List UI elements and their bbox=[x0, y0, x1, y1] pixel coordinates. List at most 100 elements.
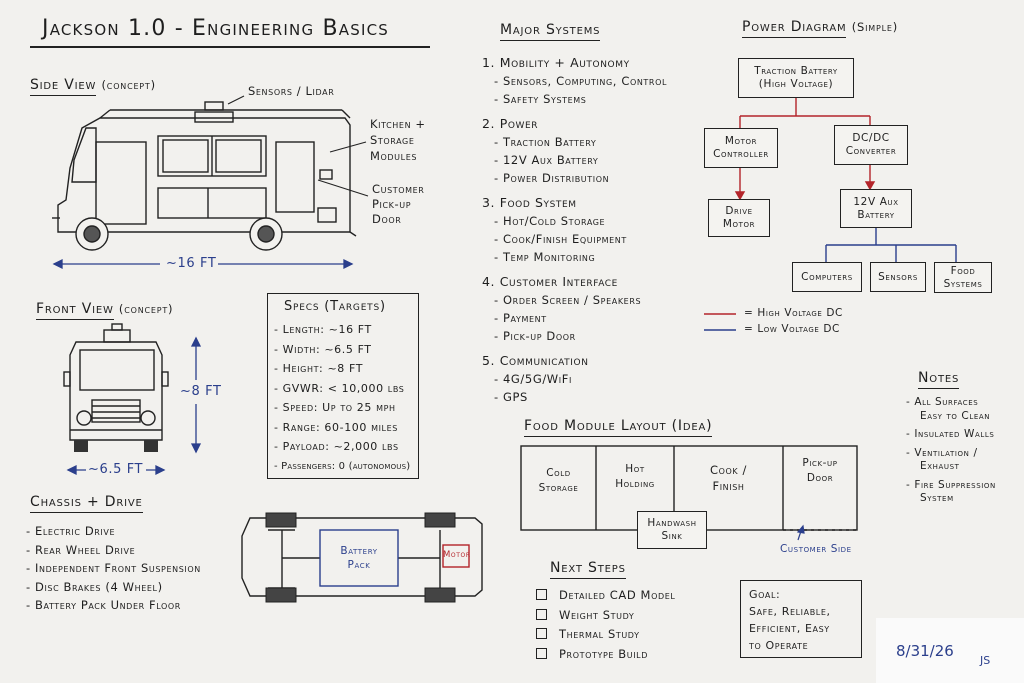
next-steps-list: Detailed CAD Model Weight Study Thermal … bbox=[536, 586, 675, 664]
checkbox[interactable] bbox=[536, 647, 547, 659]
system-item: - 4G/5G/WiFi bbox=[494, 372, 572, 386]
system-item: - Safety Systems bbox=[494, 92, 587, 106]
system-section: 5. Communication - 4G/5G/WiFi - GPS bbox=[482, 352, 667, 406]
title-underline bbox=[30, 46, 430, 48]
next-step-item[interactable]: Detailed CAD Model bbox=[536, 586, 675, 606]
chassis-heading-text: Chassis + Drive bbox=[30, 494, 143, 513]
system-section: 2. Power - Traction Battery - 12V Aux Ba… bbox=[482, 115, 667, 187]
next-step-label: Weight Study bbox=[559, 607, 635, 622]
sensors-box: Sensors bbox=[870, 262, 926, 292]
customer-side-arrow bbox=[796, 524, 805, 541]
box-line: Traction Battery bbox=[754, 65, 838, 77]
goal-box: Goal: Safe, Reliable, Efficient, Easy to… bbox=[740, 580, 862, 658]
food-module-heading: Food Module Layout (Idea) bbox=[524, 418, 713, 437]
chassis-item: - Rear Wheel Drive bbox=[26, 542, 136, 557]
kitchen-modules-label: Kitchen + Storage Modules bbox=[370, 116, 426, 164]
goal-line: Safe, Reliable, bbox=[749, 605, 831, 618]
next-step-label: Thermal Study bbox=[559, 627, 640, 641]
side-view-leaders bbox=[227, 95, 369, 197]
spec-item: - Range: 60-100 miles bbox=[274, 420, 398, 434]
system-item: - Order Screen / Speakers bbox=[494, 293, 642, 307]
box-line: (High Voltage) bbox=[758, 78, 834, 90]
spec-item: - Height: ~8 FT bbox=[274, 362, 364, 375]
system-item: - Power Distribution bbox=[494, 171, 610, 185]
customer-side-label: Customer Side bbox=[780, 543, 852, 555]
note-line: - Insulated Walls bbox=[906, 428, 995, 440]
chassis-item: - Independent Front Suspension bbox=[26, 561, 201, 575]
chassis-item: - Battery Pack Under Floor bbox=[26, 598, 181, 612]
system-item: - Traction Battery bbox=[494, 135, 597, 149]
cell-line: Storage bbox=[538, 482, 579, 494]
battery-pack-outline bbox=[319, 529, 399, 587]
note-item: - Fire Suppression System bbox=[906, 479, 996, 506]
major-systems-list: 1. Mobility + Autonomy - Sensors, Comput… bbox=[482, 54, 667, 406]
date-label: 8/31/26 bbox=[896, 642, 954, 660]
note-line: Exhaust bbox=[920, 460, 960, 472]
computers-box: Computers bbox=[792, 262, 862, 292]
chassis-item: - Disc Brakes (4 Wheel) bbox=[26, 579, 163, 594]
sensors-lidar-label: Sensors / Lidar bbox=[248, 84, 335, 98]
food-systems-box: Food Systems bbox=[934, 262, 992, 293]
note-item: - Insulated Walls bbox=[906, 428, 996, 442]
spec-item: - Payload: ~2,000 lbs bbox=[274, 440, 399, 453]
chassis-heading: Chassis + Drive bbox=[30, 494, 143, 513]
side-view-truck bbox=[52, 101, 357, 237]
cell-line: Holding bbox=[615, 478, 655, 490]
initials-label: JS bbox=[980, 654, 991, 667]
note-item: - Ventilation / Exhaust bbox=[906, 447, 996, 474]
aux-battery-box: 12V Aux Battery bbox=[840, 189, 912, 228]
system-section: 4. Customer Interface - Order Screen / S… bbox=[482, 273, 667, 345]
box-line: Sink bbox=[661, 530, 683, 542]
box-line: Controller bbox=[713, 148, 769, 160]
note-line: System bbox=[920, 492, 954, 504]
checkbox[interactable] bbox=[536, 608, 547, 620]
box-line: Converter bbox=[845, 145, 897, 157]
front-view-heading-text: Front View bbox=[36, 301, 114, 320]
kitchen-label-line: Kitchen + bbox=[370, 117, 426, 131]
door-label-line: Door bbox=[372, 212, 402, 226]
cell-line: Cold bbox=[546, 467, 571, 479]
front-height-dimension bbox=[190, 336, 202, 454]
chassis-wheels bbox=[265, 512, 456, 603]
spec-item: - Length: ~16 FT bbox=[274, 323, 372, 336]
next-step-label: Detailed CAD Model bbox=[559, 588, 676, 602]
side-view-heading: Side View (concept) bbox=[30, 76, 156, 96]
next-steps-heading: Next Steps bbox=[550, 560, 626, 579]
system-item: - Pick-up Door bbox=[494, 329, 576, 343]
door-label-line: Pick-up bbox=[372, 197, 412, 211]
box-line: Sensors bbox=[878, 270, 918, 283]
checkbox[interactable] bbox=[536, 589, 547, 600]
height-dimension-label: ~8 FT bbox=[180, 384, 222, 399]
box-line: Motor bbox=[724, 135, 758, 147]
spec-item: - GVWR: < 10,000 lbs bbox=[274, 381, 405, 395]
chassis-list: - Electric Drive - Rear Wheel Drive - In… bbox=[26, 522, 201, 615]
dcdc-converter-box: DC/DC Converter bbox=[834, 125, 908, 165]
next-step-item[interactable]: Prototype Build bbox=[536, 645, 675, 665]
goal-line: Efficient, Easy bbox=[749, 622, 830, 635]
pickup-door-cell: Pick-up Door bbox=[783, 456, 857, 486]
box-line: Computers bbox=[801, 270, 853, 283]
box-line: Handwash bbox=[647, 517, 697, 529]
major-systems-heading: Major Systems bbox=[500, 22, 601, 41]
cell-line: Pick-up bbox=[802, 457, 838, 469]
note-line: - Fire Suppression bbox=[906, 478, 996, 491]
cook-finish-cell: Cook / Finish bbox=[674, 462, 783, 494]
handwash-sink-box: Handwash Sink bbox=[637, 511, 707, 549]
chassis-item: - Electric Drive bbox=[26, 524, 116, 538]
front-view-heading: Front View (concept) bbox=[36, 300, 173, 320]
drive-motor-box: Drive Motor bbox=[708, 199, 770, 237]
next-step-item[interactable]: Thermal Study bbox=[536, 625, 675, 645]
box-line: Motor bbox=[722, 218, 756, 230]
motor-outline bbox=[442, 544, 470, 568]
motor-label: Motor bbox=[443, 550, 471, 560]
box-line: 12V Aux bbox=[853, 195, 899, 208]
side-view-heading-note: (concept) bbox=[101, 78, 156, 92]
traction-battery-box: Traction Battery (High Voltage) bbox=[738, 58, 854, 98]
system-item: - Payment bbox=[494, 311, 547, 325]
next-step-item[interactable]: Weight Study bbox=[536, 606, 675, 626]
page-title: Jackson 1.0 - Engineering Basics bbox=[42, 16, 389, 41]
checkbox[interactable] bbox=[536, 628, 547, 639]
box-line: Battery bbox=[857, 208, 895, 221]
note-line: - All Surfaces bbox=[906, 396, 979, 408]
system-section: 1. Mobility + Autonomy - Sensors, Comput… bbox=[482, 54, 667, 108]
